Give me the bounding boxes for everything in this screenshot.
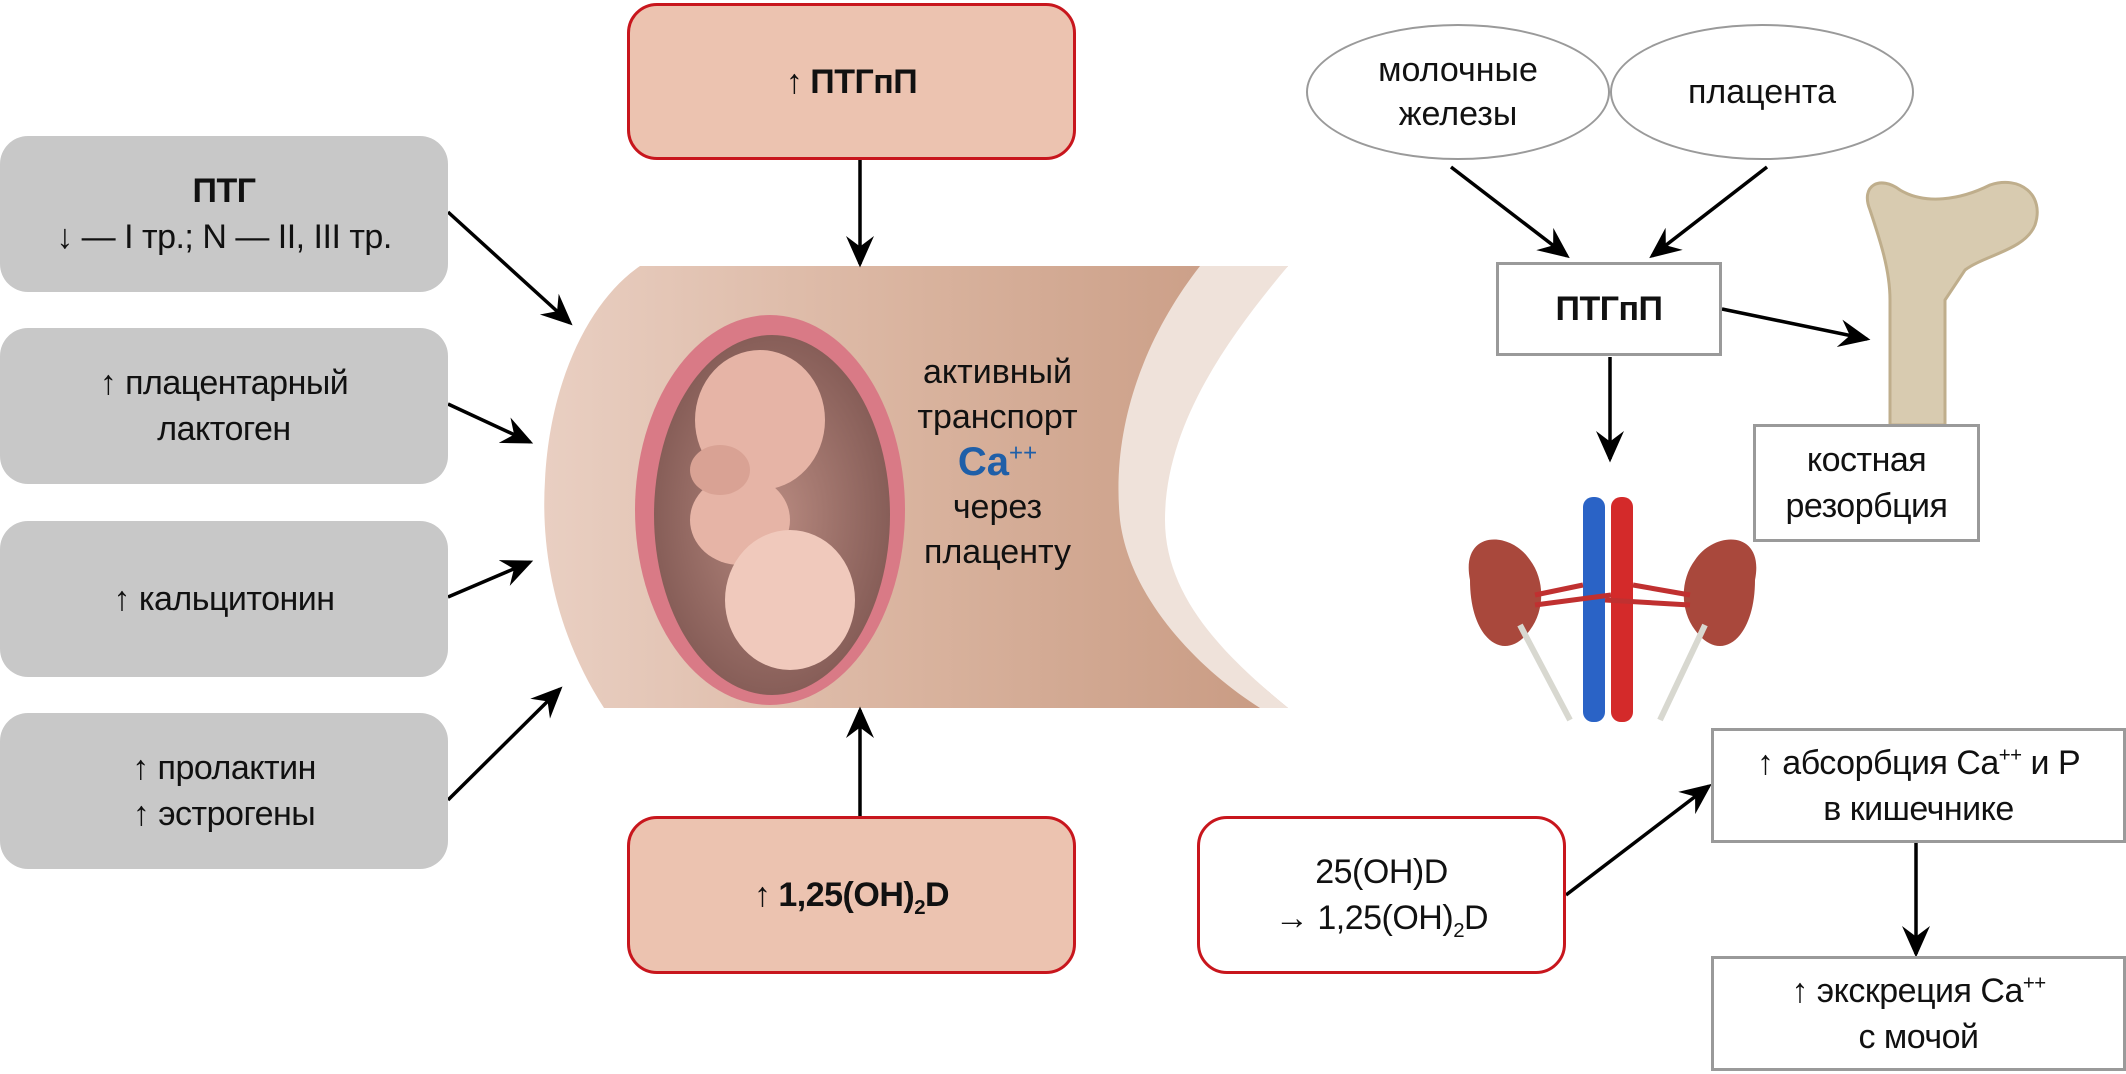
right-arrow-icon: → <box>1274 899 1309 937</box>
lactogen-line-1: ↑ плацентарный <box>99 364 349 402</box>
vitamin-d-conversion-box: 25(OH)D → 1,25(OH)2D <box>1197 816 1566 974</box>
transport-line-2: транспорт <box>917 398 1078 436</box>
arrow-bone <box>1721 307 1871 348</box>
transport-line-1: активный <box>923 353 1072 391</box>
pthrp-box: ПТГпП <box>1496 262 1722 356</box>
prolactin-label: ↑ пролактин <box>132 749 316 787</box>
vitd-line-2: → 1,25(OH)2D <box>1274 899 1489 942</box>
absorption-line-2: в кишечнике <box>1823 789 2014 828</box>
bone-resorption-box: костная резорбция <box>1753 424 1980 542</box>
bone-line-1: костная <box>1806 441 1927 479</box>
arrow-glands <box>1449 165 1570 259</box>
arrow-calcitonin <box>447 560 534 599</box>
placental-transport-text: активный транспорт Ca++ через плаценту <box>880 350 1115 575</box>
pthrp-label: ПТГпП <box>810 62 918 101</box>
pregnant-abdomen-illustration <box>544 266 1288 708</box>
prolactin-estrogen-box: ↑ пролактин ↑ эстрогены <box>0 713 448 869</box>
calcitriol-label: 1,25(OH)2D <box>778 876 950 919</box>
transport-line-3: через <box>952 488 1043 526</box>
urinary-excretion-box: ↑ экскреция Ca++ с мочой <box>1711 956 2126 1071</box>
placental-lactogen-box: ↑ плацентарный лактоген <box>0 328 448 484</box>
pthrp-increase-box: ↑ ПТГпП <box>627 3 1076 160</box>
arrows <box>446 160 1930 958</box>
kidneys-illustration <box>1468 497 1757 722</box>
bone-line-2: резорбция <box>1785 487 1948 525</box>
arrow-lactogen <box>447 402 534 444</box>
bone-illustration <box>1865 180 2039 427</box>
glands-line-2: железы <box>1398 95 1518 133</box>
excretion-line-2: с мочой <box>1858 1017 1979 1056</box>
estrogen-label: ↑ эстрогены <box>132 795 316 833</box>
pth-title: ПТГ <box>192 172 256 210</box>
glands-line-1: молочные <box>1378 51 1538 89</box>
lactogen-line-2: лактоген <box>157 410 291 448</box>
up-arrow-icon: ↑ <box>785 62 803 101</box>
arrow-prolactin <box>446 686 563 802</box>
pthrp-box-label: ПТГпП <box>1555 290 1663 328</box>
placenta-ellipse: плацента <box>1610 24 1914 160</box>
calcitonin-box: ↑ кальцитонин <box>0 521 448 677</box>
up-arrow-icon: ↑ <box>1791 971 1808 1010</box>
excretion-line-1: ↑ экскреция Ca++ <box>1791 971 2046 1010</box>
arrow-absorption <box>1564 783 1712 897</box>
vitd-line-1: 25(OH)D <box>1315 853 1448 891</box>
pth-trimester-text: ↓ — I тр.; N — II, III тр. <box>56 218 392 256</box>
fetus-illustration <box>690 350 855 670</box>
calcitonin-label: ↑ кальцитонин <box>113 580 335 618</box>
placenta-label: плацента <box>1687 73 1837 111</box>
calcium-ion: Ca++ <box>957 439 1038 484</box>
intestinal-absorption-box: ↑ абсорбция Ca++ и P в кишечнике <box>1711 728 2126 843</box>
up-arrow-icon: ↑ <box>1756 743 1774 782</box>
arrow-placenta <box>1649 165 1769 259</box>
up-arrow-icon: ↑ <box>753 876 771 914</box>
calcitriol-increase-box: ↑ 1,25(OH)2D <box>627 816 1076 974</box>
transport-line-4: плаценту <box>924 533 1071 571</box>
arrow-pth <box>446 210 573 326</box>
pth-box: ПТГ ↓ — I тр.; N — II, III тр. <box>0 136 448 292</box>
absorption-line-1: ↑ абсорбция Ca++ и P <box>1756 743 2081 782</box>
mammary-glands-ellipse: молочные железы <box>1306 24 1610 160</box>
